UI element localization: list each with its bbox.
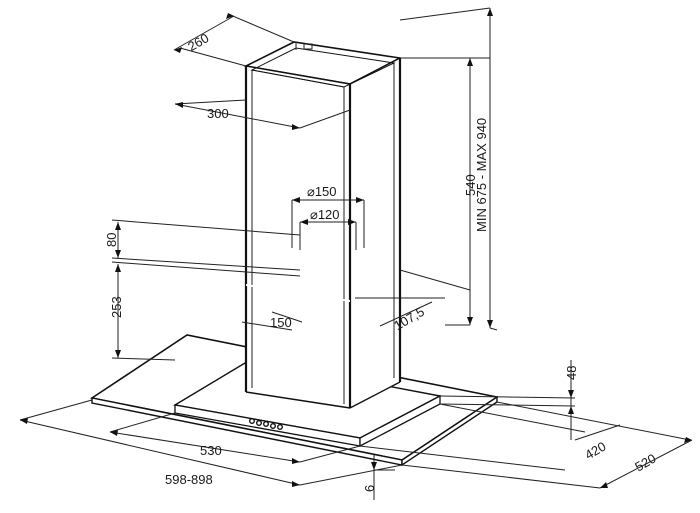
label-total-height: MIN 675 - MAX 940 — [474, 118, 489, 232]
label-total-width: 598-898 — [165, 472, 213, 487]
label-glass-thickness-h: 48 — [564, 366, 579, 380]
label-outlet-outer: ⌀150 — [307, 184, 337, 199]
label-total-depth: 520 — [632, 451, 658, 475]
label-canopy-width: 530 — [200, 443, 222, 458]
label-canopy-depth: 420 — [582, 439, 608, 463]
label-chimney-width: 300 — [207, 106, 229, 121]
label-motor-offset: 150 — [270, 315, 292, 330]
label-glass-thickness: 6 — [362, 485, 377, 492]
control-buttons — [248, 418, 284, 431]
label-outlet-inner: ⌀120 — [310, 207, 340, 222]
dimension-lines — [19, 7, 693, 500]
arrowheads — [20, 8, 692, 488]
label-body-height: 253 — [109, 296, 124, 318]
chimney — [243, 41, 403, 409]
label-chimney-height: 540 — [463, 174, 478, 196]
label-motor-height: 80 — [104, 233, 119, 247]
